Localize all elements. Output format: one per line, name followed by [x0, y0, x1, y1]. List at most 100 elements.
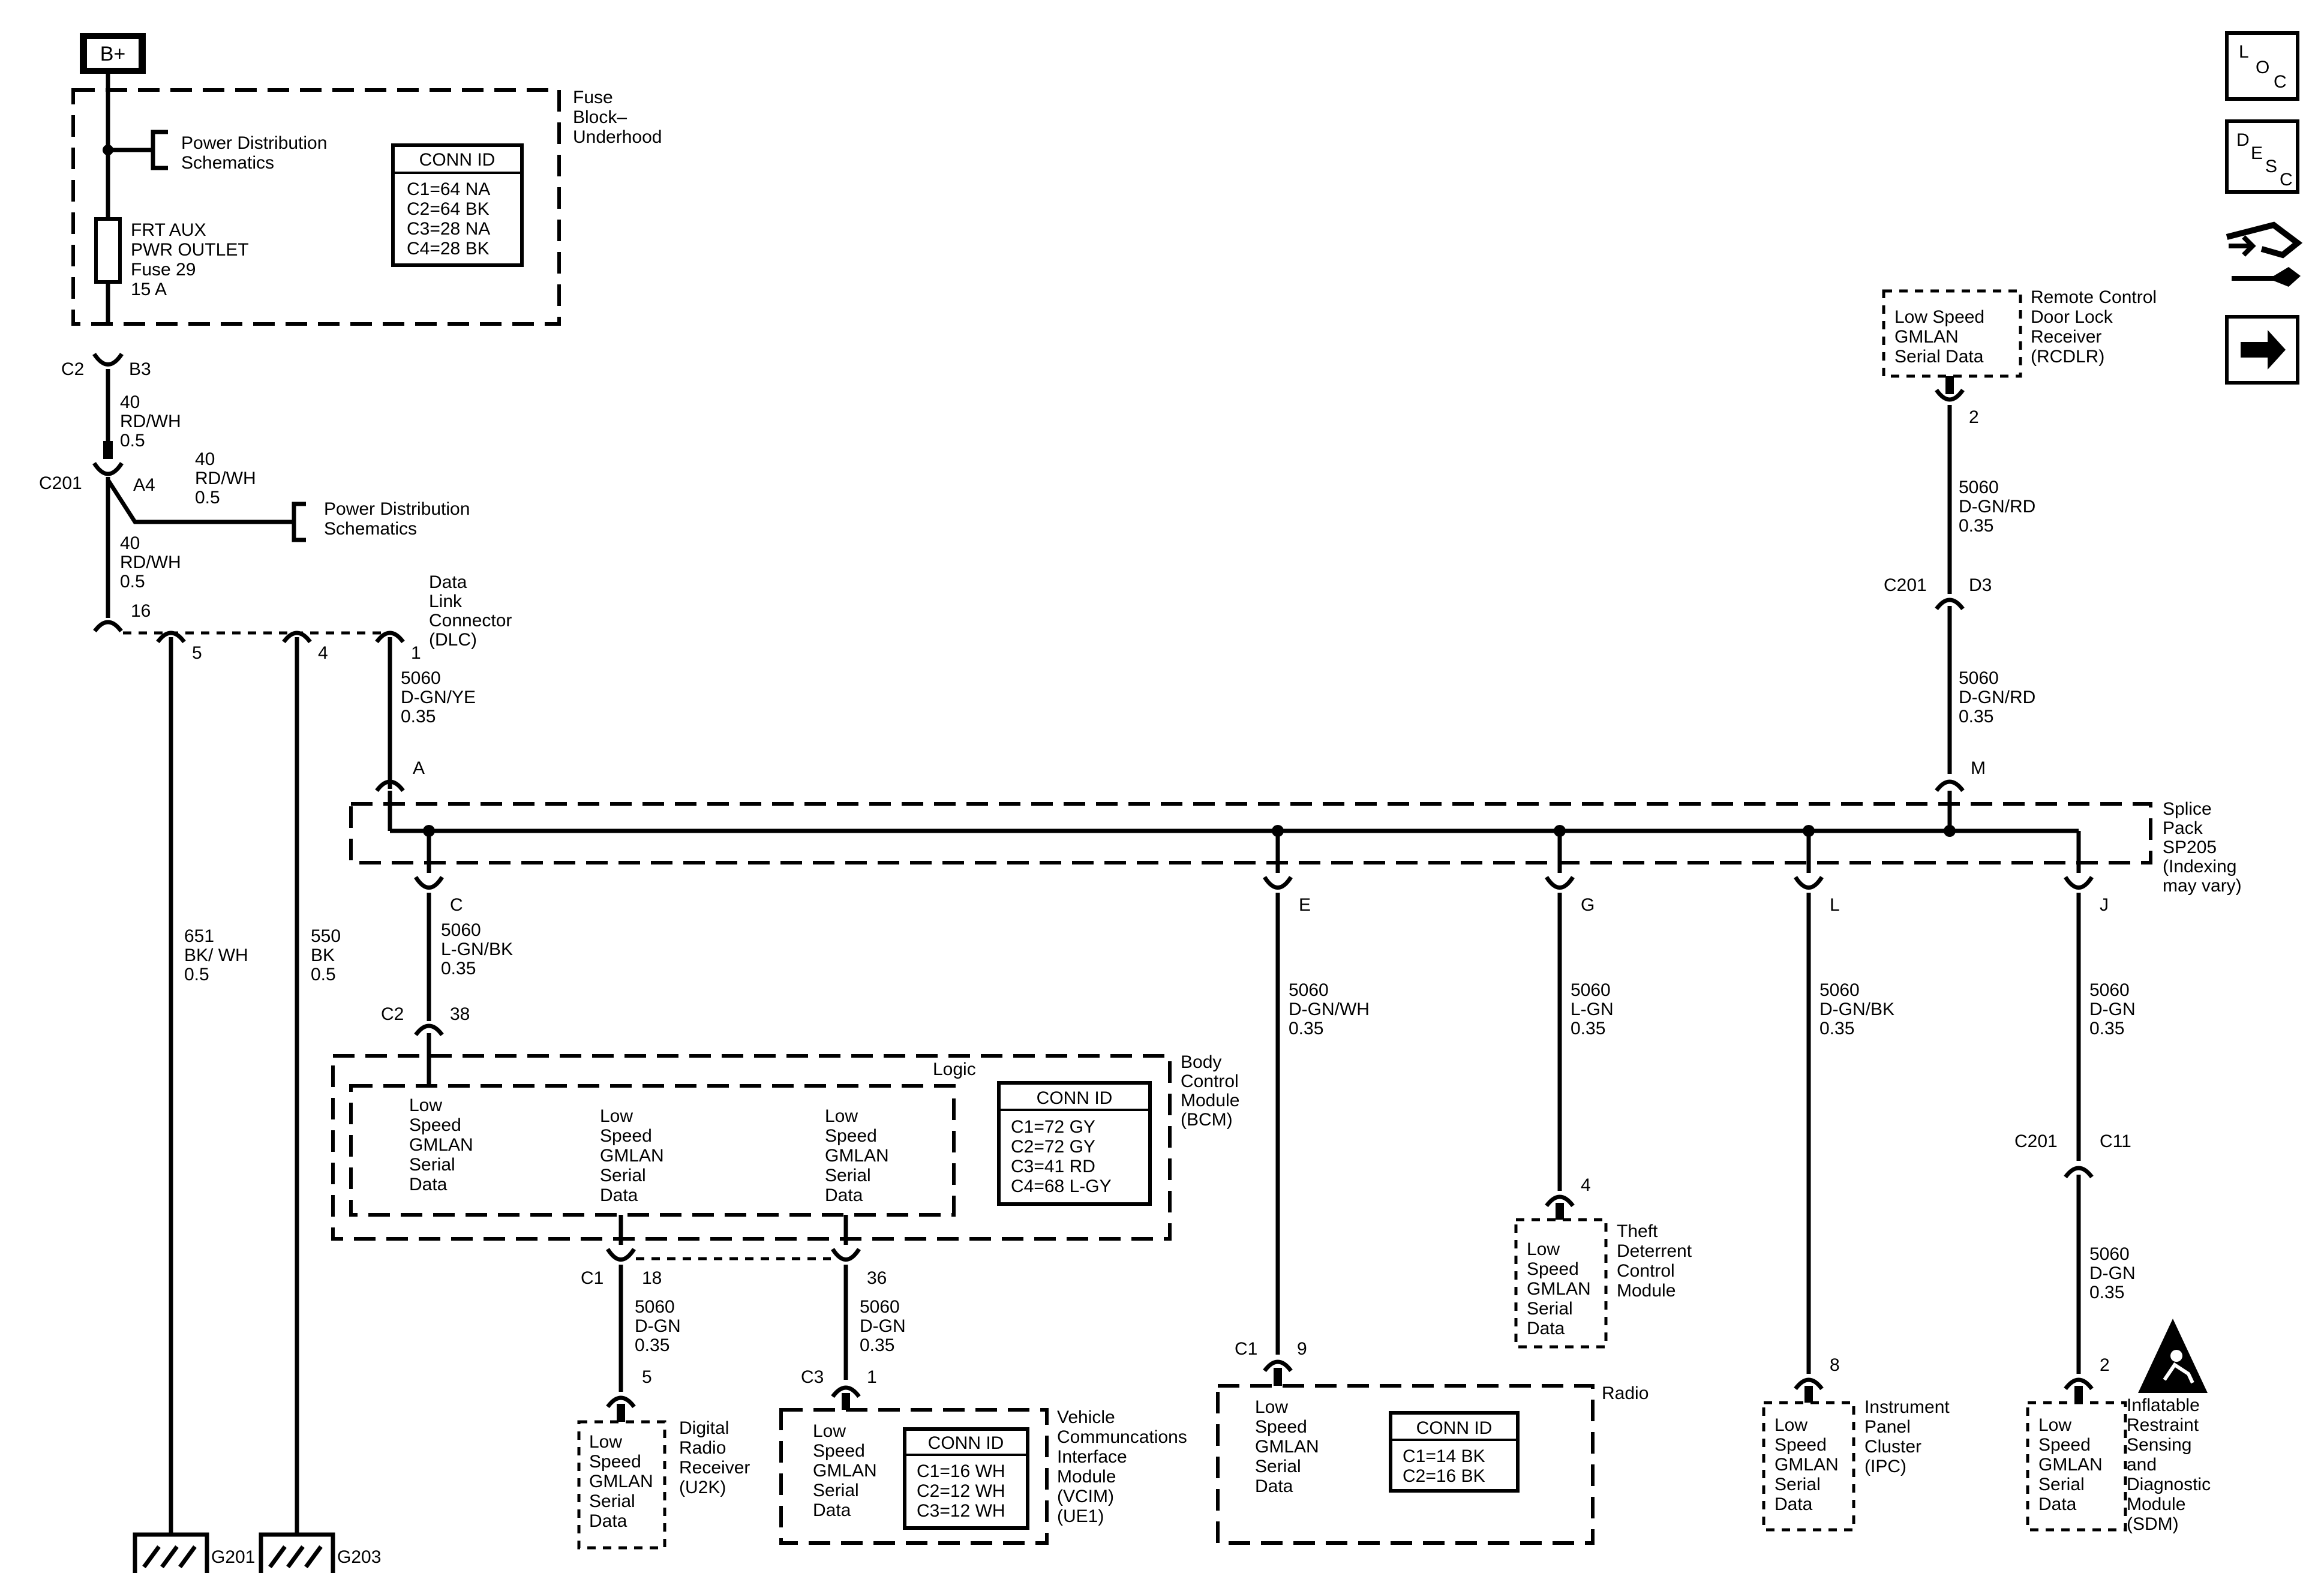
bcm-logic-label: Logic — [933, 1059, 976, 1079]
svg-text:0.35: 0.35 — [401, 707, 436, 727]
sdm-label: Inflatable — [2127, 1395, 2200, 1415]
svg-text:Module: Module — [1617, 1281, 1676, 1301]
svg-text:D-GN/WH: D-GN/WH — [1289, 999, 1370, 1019]
svg-text:Low: Low — [589, 1432, 622, 1452]
svg-text:C1=72 GY: C1=72 GY — [1011, 1117, 1095, 1137]
svg-text:Pack: Pack — [2163, 818, 2203, 838]
svg-text:D-GN: D-GN — [635, 1316, 681, 1336]
svg-text:Data: Data — [589, 1511, 627, 1531]
svg-text:C2: C2 — [61, 359, 84, 379]
svg-text:5: 5 — [642, 1367, 652, 1387]
svg-text:Speed: Speed — [825, 1126, 877, 1146]
wire-sdm: 5060 — [2089, 1244, 2130, 1264]
svg-text:D-GN: D-GN — [860, 1316, 906, 1336]
power-distribution-ref-1: Power Distribution — [181, 133, 327, 153]
fuse-29 — [94, 217, 122, 284]
svg-text:GMLAN: GMLAN — [409, 1135, 473, 1155]
svg-text:CONN ID: CONN ID — [419, 150, 496, 170]
svg-text:GMLAN: GMLAN — [825, 1146, 889, 1166]
svg-text:D3: D3 — [1969, 575, 1992, 595]
svg-text:L-GN: L-GN — [1571, 999, 1614, 1019]
svg-text:SP205: SP205 — [2163, 837, 2217, 857]
sdm-module: Low Speed GMLAN Serial Data — [2026, 1401, 2127, 1532]
loc-icon[interactable]: L O C — [2225, 31, 2299, 101]
svg-text:Low: Low — [600, 1106, 633, 1126]
svg-text:Serial: Serial — [1774, 1475, 1821, 1494]
svg-text:0.5: 0.5 — [195, 488, 220, 508]
ground-wire-651: 651 — [184, 926, 214, 946]
svg-text:Sensing: Sensing — [2127, 1435, 2191, 1455]
desc-icon[interactable]: D E S C — [2225, 119, 2299, 194]
svg-text:and: and — [2127, 1455, 2157, 1475]
svg-text:(UE1): (UE1) — [1057, 1506, 1104, 1526]
u2k-label: Digital — [679, 1418, 729, 1438]
svg-text:16: 16 — [131, 601, 151, 621]
svg-text:GMLAN: GMLAN — [1774, 1455, 1839, 1475]
ipc-label: Instrument — [1864, 1397, 1950, 1417]
arrow-right-icon[interactable] — [2225, 315, 2299, 385]
svg-text:D-GN/YE: D-GN/YE — [401, 688, 476, 707]
svg-text:Low: Low — [1527, 1239, 1560, 1259]
svg-text:Speed: Speed — [589, 1452, 641, 1472]
svg-text:Control: Control — [1617, 1261, 1675, 1281]
fuse-block-label: Fuse — [573, 88, 613, 107]
dlc-label: Data — [429, 572, 467, 592]
svg-text:C2=72 GY: C2=72 GY — [1011, 1137, 1095, 1157]
svg-text:(SDM): (SDM) — [2127, 1514, 2179, 1534]
svg-text:0.35: 0.35 — [860, 1335, 894, 1355]
wire-bcm-18: 5060 — [635, 1297, 675, 1317]
svg-text:Speed: Speed — [409, 1115, 461, 1135]
fuse-block-conn-id: CONN ID C1=64 NA C2=64 BK C3=28 NA C4=28… — [391, 143, 524, 267]
svg-text:Speed: Speed — [1527, 1259, 1579, 1279]
svg-text:C11: C11 — [2100, 1131, 2131, 1151]
ground-g201: G201 — [133, 1532, 255, 1573]
svg-text:Low: Low — [409, 1095, 442, 1115]
svg-text:Low: Low — [825, 1106, 858, 1126]
svg-text:Control: Control — [1181, 1071, 1239, 1091]
vcim-conn-id: CONN ID C1=16 WH C2=12 WH C3=12 WH — [903, 1427, 1029, 1530]
bcm-module — [331, 1054, 1172, 1241]
svg-text:CONN ID: CONN ID — [1037, 1088, 1113, 1108]
svg-text:5: 5 — [192, 643, 202, 663]
svg-text:1: 1 — [411, 643, 421, 663]
svg-text:Data: Data — [1774, 1494, 1813, 1514]
svg-text:E: E — [1299, 895, 1311, 915]
bcm-conn-id: CONN ID C1=72 GY C2=72 GY C3=41 RD C4=68… — [997, 1081, 1152, 1206]
svg-text:L: L — [1830, 895, 1840, 915]
bcm-cell-3: Low Speed GMLAN Serial Data — [825, 1106, 889, 1205]
svg-text:Serial: Serial — [589, 1491, 635, 1511]
svg-text:C4=28 BK: C4=28 BK — [407, 239, 490, 259]
wire-40-c: 40 — [120, 533, 140, 553]
svg-text:G: G — [1581, 895, 1595, 915]
svg-text:D-GN: D-GN — [2089, 999, 2136, 1019]
svg-text:GMLAN: GMLAN — [1527, 1279, 1591, 1299]
svg-text:GMLAN: GMLAN — [1255, 1437, 1319, 1457]
splice-pack-label: Splice — [2163, 799, 2212, 819]
svg-text:Block–: Block– — [573, 107, 627, 127]
svg-text:(BCM): (BCM) — [1181, 1110, 1233, 1130]
svg-text:36: 36 — [867, 1268, 887, 1288]
svg-text:8: 8 — [1830, 1355, 1840, 1375]
svg-text:(Indexing: (Indexing — [2163, 857, 2236, 876]
wrench-hand-icon[interactable] — [2226, 221, 2303, 287]
wire-c: 5060 — [441, 920, 481, 940]
svg-text:Schematics: Schematics — [324, 519, 417, 539]
rcdlr-module: Low Speed GMLAN Serial Data — [1882, 289, 2022, 378]
svg-text:(U2K): (U2K) — [679, 1478, 726, 1497]
svg-text:Cluster: Cluster — [1864, 1437, 1921, 1457]
fuse-block-underhood — [71, 88, 561, 326]
svg-text:C1=14 BK: C1=14 BK — [1403, 1446, 1485, 1466]
connector-c201-d3 — [1935, 598, 1965, 611]
svg-text:GMLAN: GMLAN — [600, 1146, 664, 1166]
svg-text:(IPC): (IPC) — [1864, 1457, 1906, 1476]
svg-text:Speed: Speed — [813, 1441, 865, 1461]
wire-rcdlr-top: 5060 — [1959, 478, 1999, 497]
svg-text:C: C — [2274, 72, 2287, 92]
svg-text:Data: Data — [1255, 1476, 1293, 1496]
ipc-module: Low Speed GMLAN Serial Data — [1762, 1401, 1855, 1532]
svg-text:0.5: 0.5 — [120, 572, 145, 592]
svg-text:Serial: Serial — [1527, 1299, 1573, 1319]
wire-e: 5060 — [1289, 980, 1329, 1000]
svg-text:A4: A4 — [133, 475, 155, 495]
